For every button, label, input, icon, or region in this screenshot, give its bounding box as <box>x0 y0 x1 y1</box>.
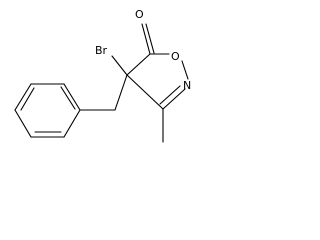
atom-label-oxygen-carbonyl: O <box>135 8 144 21</box>
bond-c5-o-carbonyl <box>141 23 151 55</box>
atom-label-bromine: Br <box>95 44 108 57</box>
bond-c4-c5 <box>126 53 151 76</box>
bond-c4-br <box>111 55 128 76</box>
bond-o1-n2 <box>181 60 189 80</box>
bond-c5-o-carbonyl-double <box>145 23 155 54</box>
atom-label-nitrogen: N <box>183 79 191 92</box>
atom-label-oxygen-ring: O <box>171 50 180 63</box>
chemical-structure-diagram: O O N Br <box>14 8 191 143</box>
bond-n2-c3 <box>162 88 186 110</box>
bond-c3-c4 <box>126 74 164 110</box>
bond-c4-ch2 <box>114 74 128 111</box>
bond-phenyl-1-2-inner <box>60 86 76 110</box>
bond-phenyl-4-5 <box>14 109 32 138</box>
bond-phenyl-3-4 <box>14 83 32 111</box>
bond-phenyl-6-1 <box>63 109 81 138</box>
bond-phenyl-1-2 <box>63 83 81 111</box>
bond-n2-c3-double <box>159 85 181 105</box>
bond-phenyl-3-4-inner <box>20 87 35 111</box>
